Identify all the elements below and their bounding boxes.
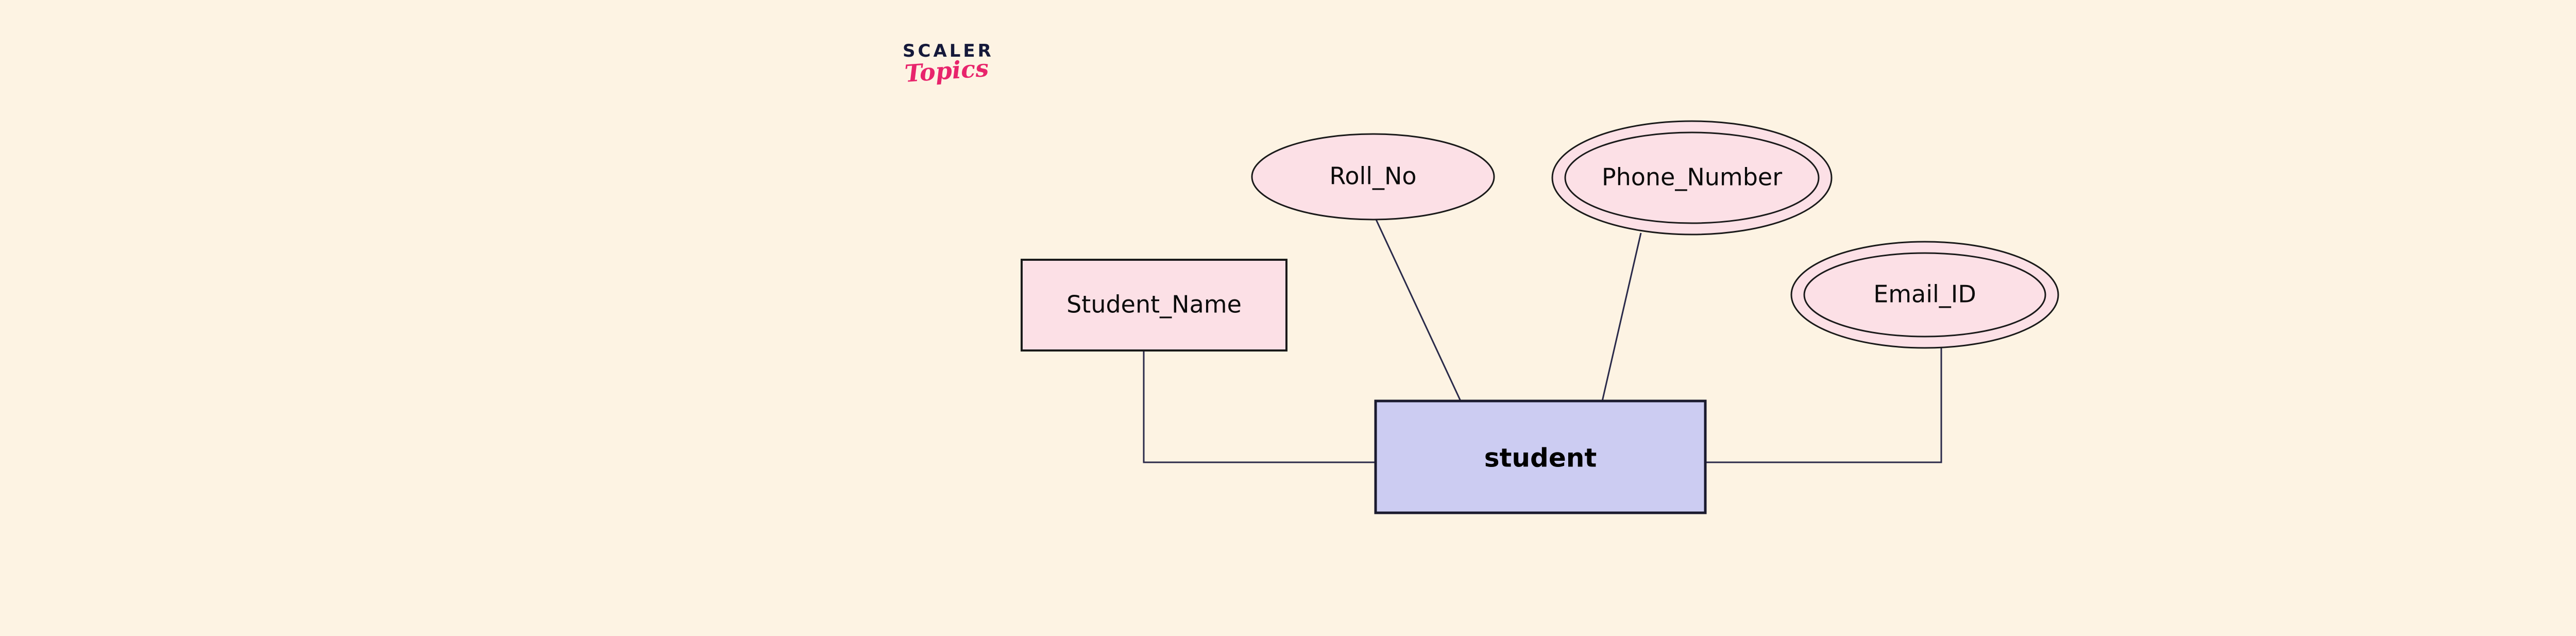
attribute-phone-number[interactable]: Phone_Number [1551,120,1833,236]
connector-student-name [1143,350,1376,463]
attribute-email-id[interactable]: Email_ID [1790,241,2059,349]
connector-roll-no [1375,218,1462,401]
attribute-student-name[interactable]: Student_Name [1021,259,1287,352]
attribute-roll-no-label: Roll_No [1329,162,1416,190]
attribute-email-id-label: Email_ID [1873,280,1976,308]
connector-email-id [1705,347,1942,463]
attribute-student-name-label: Student_Name [1066,291,1242,319]
attribute-student-name-shape [1021,259,1287,352]
attribute-roll-no[interactable]: Roll_No [1251,133,1495,221]
connector-group [1143,218,1942,463]
logo-wordmark-scaler: SCALER [903,41,994,61]
entity-student-shape [1374,399,1707,514]
entity-student[interactable]: student [1374,399,1707,514]
attribute-roll-no-shape [1251,133,1495,221]
attribute-email-id-inner-shape [1803,252,2046,338]
connector-phone-number [1601,232,1642,401]
entity-student-label: student [1484,443,1597,473]
attribute-phone-number-inner-shape [1564,131,1820,224]
scaler-topics-logo: SCALER Topics [903,42,1057,109]
attribute-phone-number-label: Phone_Number [1602,163,1782,191]
